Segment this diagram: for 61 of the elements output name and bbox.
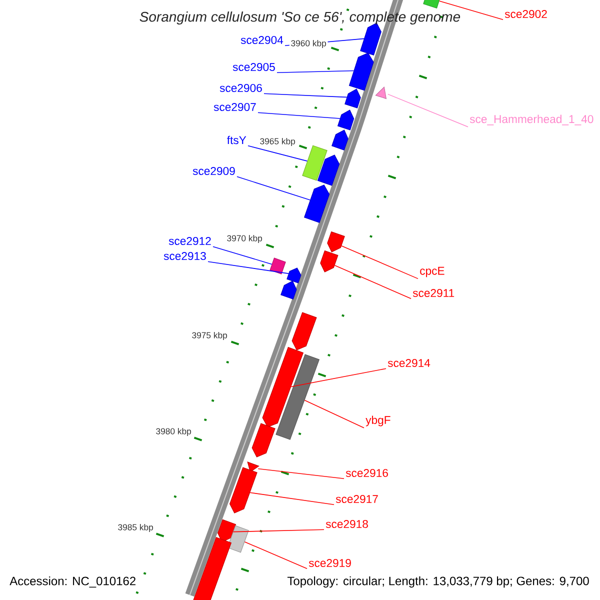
gene-label: sce2905 xyxy=(232,63,275,71)
gene-block xyxy=(252,423,276,458)
leader-line xyxy=(244,541,308,570)
gene-box xyxy=(270,258,286,274)
leader-line xyxy=(264,93,348,98)
leader-line xyxy=(438,0,504,20)
leader-line xyxy=(250,492,334,506)
gene-block xyxy=(230,467,258,514)
leader-line xyxy=(258,112,340,119)
gene-block xyxy=(317,154,340,186)
leader-line xyxy=(388,94,468,128)
tick-label: 3960 kbp xyxy=(289,38,328,50)
genome-info-text: Topology: circular; Length: 13,033,779 bp; Genes: 9,700 xyxy=(287,576,589,588)
gene-label: sce2913 xyxy=(164,252,206,260)
leader-line xyxy=(290,368,386,388)
gene-block xyxy=(327,231,345,252)
leader-line xyxy=(276,70,354,74)
title: Sorangium cellulosum 'So ce 56', complete genome xyxy=(140,11,460,25)
leader-line xyxy=(236,176,310,200)
gene-label: sce2902 xyxy=(504,10,547,18)
gene-block xyxy=(348,52,374,91)
gene-triangle xyxy=(247,462,260,472)
gene-block xyxy=(332,130,348,150)
gene-label: sce2914 xyxy=(388,359,430,367)
leader-line xyxy=(334,265,412,300)
tick-label: 3970 kbp xyxy=(225,234,264,244)
gene-block xyxy=(320,250,338,272)
leader-line xyxy=(341,245,418,280)
gene-block xyxy=(292,312,317,350)
leader-line xyxy=(248,145,308,162)
leader-line xyxy=(304,400,364,428)
leader-line xyxy=(232,529,324,532)
gene-block xyxy=(286,268,302,284)
tick-label: 3965 kbp xyxy=(258,136,297,148)
gene-label: sce2906 xyxy=(220,84,262,92)
gene-label: sce2918 xyxy=(326,520,368,528)
gene-label: ybgF xyxy=(366,416,390,426)
leader-line xyxy=(258,468,344,480)
gene-label: sce2919 xyxy=(308,559,351,568)
gene-label: cpcE xyxy=(420,266,444,278)
accession-text: Accession: NC_010162 xyxy=(10,576,136,588)
gene-label: sce_Hammerhead_1_40 xyxy=(470,114,594,126)
leader-line xyxy=(212,246,272,265)
leader-line xyxy=(208,261,289,274)
gene-label: ftsY xyxy=(227,136,246,144)
gene-box xyxy=(302,145,328,181)
gene-label: sce2904 xyxy=(240,36,284,44)
gene-label: sce2907 xyxy=(214,103,256,111)
gene-label: sce2909 xyxy=(192,167,235,175)
gene-label: sce2911 xyxy=(412,289,454,297)
tick-label: 3975 kbp xyxy=(190,330,229,342)
gene-label: sce2912 xyxy=(168,237,211,245)
gene-block xyxy=(280,280,297,300)
gene-label: sce2916 xyxy=(346,469,388,477)
gene-block xyxy=(360,22,382,56)
gene-block xyxy=(217,519,236,542)
gene-label: sce2917 xyxy=(336,495,378,504)
tick-label: 3985 kbp xyxy=(116,522,155,534)
gene-box xyxy=(227,525,249,553)
tick-label: 3980 kbp xyxy=(154,426,193,438)
gene-block xyxy=(344,88,361,108)
